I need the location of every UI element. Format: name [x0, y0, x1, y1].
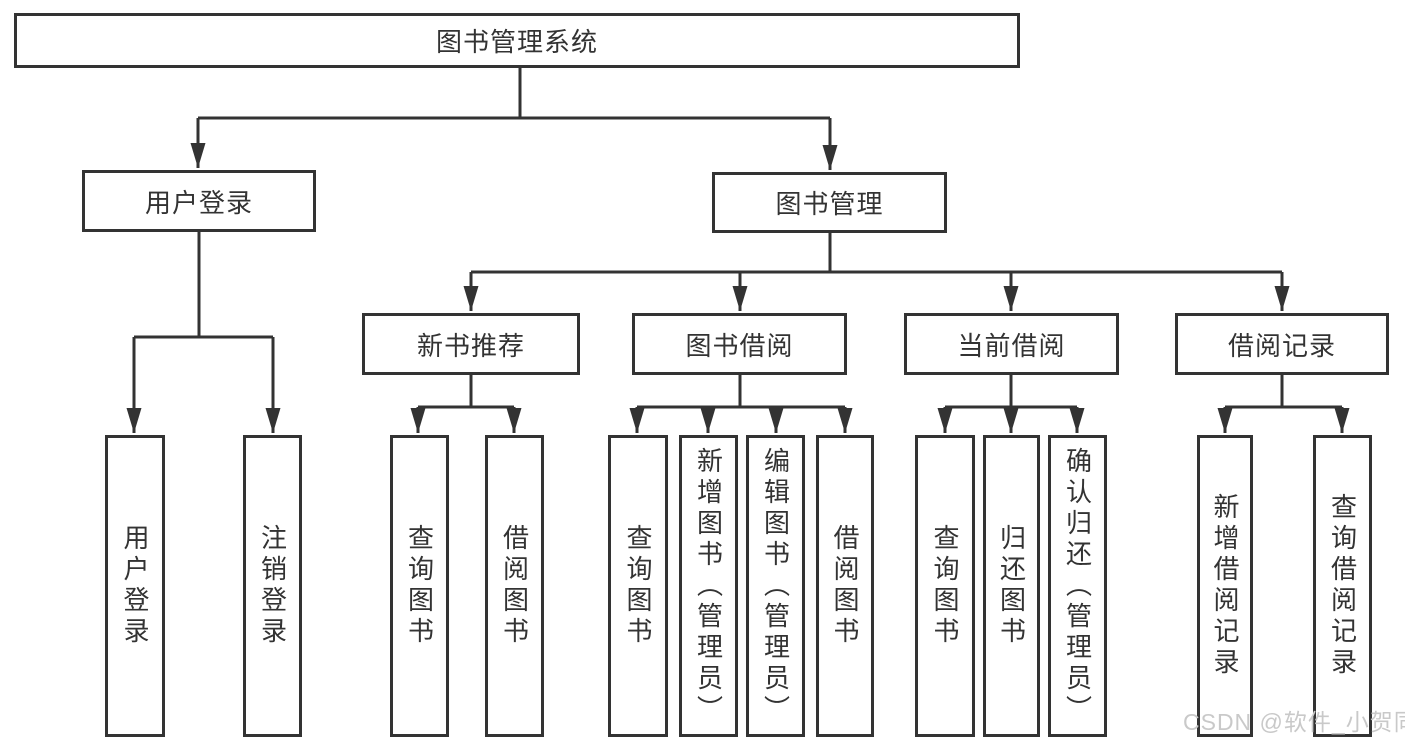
- node-label: 借阅图书: [830, 524, 860, 648]
- node-label: 图书管理系统: [435, 27, 598, 57]
- node-return-books: 归还图书: [983, 435, 1040, 737]
- node-query-books-recommend: 查询图书: [390, 435, 449, 737]
- node-confirm-return-admin: 确认归还（管理员）: [1048, 435, 1107, 737]
- node-label: 查询图书: [623, 524, 653, 648]
- node-label: 查询图书: [930, 524, 960, 648]
- node-borrow-books-recommend: 借阅图书: [485, 435, 544, 737]
- node-label: 注销登录: [257, 524, 288, 648]
- node-logout-leaf: 注销登录: [243, 435, 302, 737]
- node-label: 新增图书（管理员）: [693, 446, 724, 726]
- node-label: 用户登录: [144, 187, 253, 218]
- node-label: 借阅记录: [1227, 330, 1336, 361]
- node-add-books-admin: 新增图书（管理员）: [679, 435, 738, 737]
- node-library-management-system: 图书管理系统: [14, 13, 1020, 68]
- node-borrowing-records: 借阅记录: [1175, 313, 1389, 375]
- node-label: 当前借阅: [957, 330, 1066, 361]
- node-edit-books-admin: 编辑图书（管理员）: [746, 435, 805, 737]
- node-label: 查询图书: [404, 524, 435, 648]
- node-borrow-books-borrowing: 借阅图书: [816, 435, 874, 737]
- node-query-books-current: 查询图书: [915, 435, 975, 737]
- node-label: 借阅图书: [499, 524, 530, 648]
- node-query-books-borrowing: 查询图书: [608, 435, 668, 737]
- node-label: 图书借阅: [685, 330, 794, 361]
- node-label: 查询借阅记录: [1327, 493, 1358, 679]
- node-new-book-recommendation: 新书推荐: [362, 313, 580, 375]
- node-query-borrow-record: 查询借阅记录: [1313, 435, 1372, 737]
- node-label: 确认归还（管理员）: [1062, 446, 1093, 726]
- csdn-watermark: CSDN @软件_小贺同学: [1183, 709, 1405, 735]
- node-label: 编辑图书（管理员）: [760, 446, 791, 726]
- node-book-borrowing: 图书借阅: [632, 313, 847, 375]
- node-label: 新书推荐: [416, 330, 525, 361]
- node-label: 图书管理: [775, 189, 884, 219]
- node-label: 用户登录: [120, 524, 150, 648]
- node-label: 新增借阅记录: [1210, 493, 1240, 679]
- node-book-management-branch: 图书管理: [712, 172, 947, 233]
- node-current-borrowing: 当前借阅: [904, 313, 1119, 375]
- node-label: 归还图书: [996, 524, 1027, 648]
- node-user-login-branch: 用户登录: [82, 170, 316, 232]
- node-add-borrow-record: 新增借阅记录: [1197, 435, 1253, 737]
- node-user-login-leaf: 用户登录: [105, 435, 165, 737]
